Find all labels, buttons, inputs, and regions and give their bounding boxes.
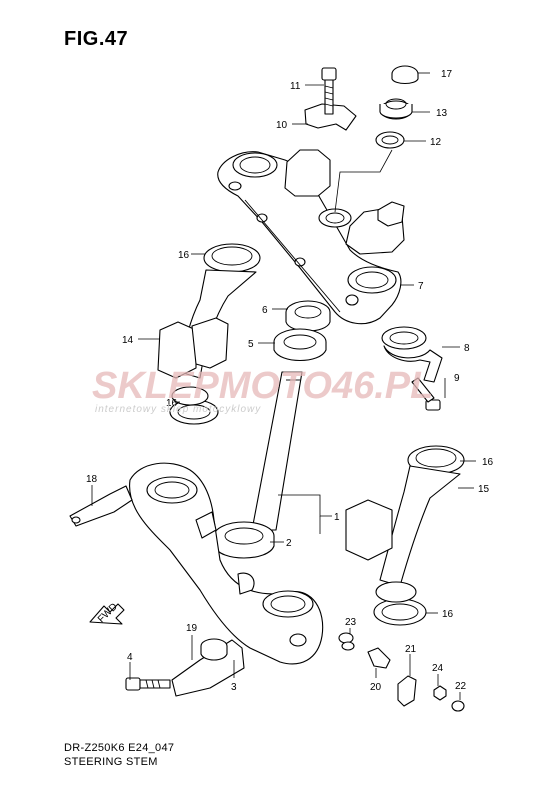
stem-washer[interactable] [375,131,405,149]
front-fork-cover-right[interactable] [345,445,465,626]
callout-21: 21 [405,644,417,655]
callout-19: 19 [186,623,198,634]
callout-11: 11 [290,81,301,92]
callout-labels: 11 10 17 13 12 16 6 5 7 8 14 16 9 16 15 … [86,69,494,693]
watermark: SKLEPMOTO46.PL internetowy sklep motocyk… [92,365,433,415]
stopper-21[interactable] [397,675,417,707]
screw-22[interactable] [451,700,465,712]
callout-12: 12 [430,137,442,148]
upper-bracket[interactable] [217,151,402,325]
callout-7: 7 [418,281,424,292]
callout-20: 20 [370,682,382,693]
nut-24[interactable] [433,685,447,701]
callout-24: 24 [432,663,444,674]
upper-lamp-bracket[interactable] [381,326,443,383]
callout-4: 4 [127,652,133,663]
callout-16-lower-left: 16 [166,398,178,409]
lower-bearing[interactable] [213,521,275,559]
brake-hose-clamp[interactable] [171,638,245,697]
callout-6: 6 [262,305,268,316]
callout-8: 8 [464,343,470,354]
callout-16-upper-left: 16 [178,250,190,261]
callout-9: 9 [454,373,460,384]
pinch-bolt[interactable] [125,677,171,691]
lower-bracket[interactable] [129,462,324,665]
leader-lines [91,72,476,700]
callout-17: 17 [441,69,453,80]
callout-15: 15 [478,484,490,495]
callout-23: 23 [345,617,357,628]
callout-22: 22 [455,681,467,692]
handlebar-holder-right[interactable] [345,201,405,255]
collar-20[interactable] [367,647,391,669]
rubber-cushion[interactable] [318,208,352,228]
callout-10: 10 [276,120,288,131]
watermark-tagline: internetowy sklep motocyklowy [95,404,261,415]
forward-direction-arrow: FWD [89,601,125,625]
bracket-bolt[interactable] [411,377,441,411]
figure-name: STEERING STEM [64,756,158,768]
callout-16-upper-right: 16 [482,457,494,468]
callout-1: 1 [334,512,340,523]
cushion-23[interactable] [338,632,355,651]
upper-bearing[interactable] [273,328,327,361]
steering-stem-shaft[interactable] [251,371,303,531]
handlebar-holder-left[interactable] [284,103,357,197]
figure-title: FIG.47 [64,28,129,50]
stem-nut[interactable] [379,98,413,120]
steering-stem-lock-nut[interactable] [285,300,331,332]
callout-13: 13 [436,108,448,119]
callout-16-lower-right: 16 [442,609,454,620]
watermark-brand: SKLEPMOTO46.PL [92,365,433,407]
hose-bracket-left[interactable] [69,485,133,527]
callout-18: 18 [86,474,98,485]
front-fork-cover-left[interactable] [157,243,261,425]
model-code: DR-Z250K6 E24_047 [64,742,175,754]
stem-cap[interactable] [391,65,419,85]
callout-3: 3 [231,682,237,693]
handlebar-holder-bolt[interactable] [321,67,337,115]
callout-2: 2 [286,538,292,549]
callout-5: 5 [248,339,254,350]
callout-14: 14 [122,335,134,346]
